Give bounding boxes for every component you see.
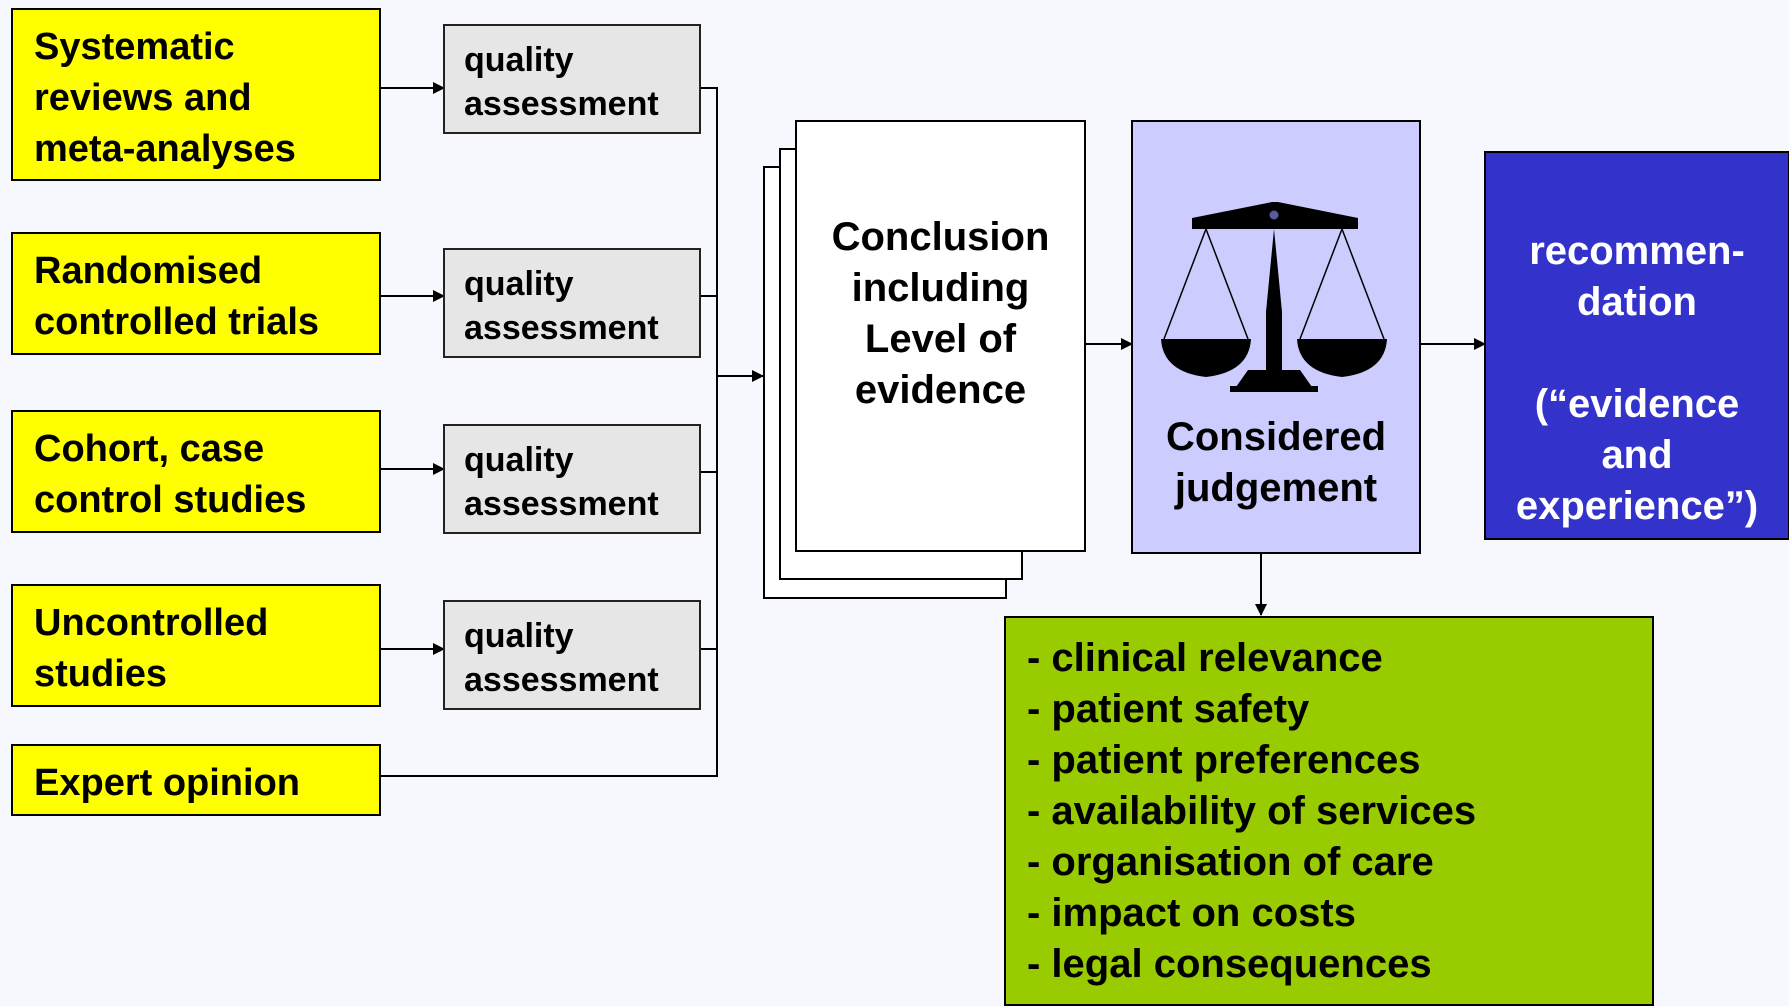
scales-of-justice-icon: [1161, 202, 1387, 392]
qa-line: assessment: [464, 485, 659, 523]
quality-assessment-box: quality assessment: [443, 600, 701, 710]
collector-line: [380, 87, 718, 777]
consideration-item: - availability of services: [1027, 789, 1477, 833]
qa-line: quality: [464, 265, 574, 303]
source-line: meta-analyses: [34, 128, 296, 170]
consideration-item: - clinical relevance: [1027, 636, 1383, 680]
source-cohort-case-control: Cohort, case control studies: [11, 410, 381, 533]
source-uncontrolled-studies: Uncontrolled studies: [11, 584, 381, 707]
consideration-item: - patient safety: [1027, 687, 1310, 731]
conclusion-line: Conclusion: [831, 215, 1050, 259]
source-randomised-trials: Randomised controlled trials: [11, 232, 381, 355]
source-line: Expert opinion: [34, 762, 300, 804]
qa-line: assessment: [464, 309, 659, 347]
recommendation-line: (“evidence: [1534, 382, 1740, 426]
qa-line: quality: [464, 41, 574, 79]
qa-line: quality: [464, 441, 574, 479]
recommendation-line: recommen-: [1529, 229, 1745, 273]
recommendation-box: recommen- dation (“evidence and experien…: [1484, 151, 1789, 540]
recommendation-line: dation: [1577, 280, 1697, 324]
recommendation-line: [1486, 328, 1788, 379]
consideration-item: - patient preferences: [1027, 738, 1421, 782]
qa-line: quality: [464, 617, 574, 655]
source-line: Cohort, case: [34, 428, 265, 470]
consideration-item: - organisation of care: [1027, 840, 1434, 884]
consideration-item: - impact on costs: [1027, 891, 1356, 935]
source-line: reviews and: [34, 77, 252, 119]
source-line: control studies: [34, 479, 307, 521]
quality-assessment-box: quality assessment: [443, 248, 701, 358]
source-line: Systematic: [34, 26, 235, 68]
judgement-line: Considered: [1165, 415, 1387, 459]
qa-line: assessment: [464, 661, 659, 699]
conclusion-box: Conclusion including Level of evidence: [795, 120, 1086, 552]
conclusion-line: evidence: [854, 368, 1027, 412]
source-line: studies: [34, 653, 168, 695]
considerations-list: - clinical relevance - patient safety - …: [1004, 616, 1654, 1006]
source-systematic-reviews: Systematic reviews and meta-analyses: [11, 8, 381, 181]
recommendation-line: and: [1601, 433, 1673, 477]
judgement-label: Considered judgement: [1133, 412, 1419, 514]
conclusion-line: Level of: [864, 317, 1017, 361]
source-line: Randomised: [34, 250, 263, 292]
judgement-line: judgement: [1174, 466, 1378, 510]
considered-judgement-box: Considered judgement: [1131, 120, 1421, 554]
source-line: Uncontrolled: [34, 602, 269, 644]
source-expert-opinion: Expert opinion: [11, 744, 381, 816]
recommendation-line: experience”): [1515, 484, 1759, 528]
source-line: controlled trials: [34, 301, 320, 343]
conclusion-line: including: [851, 266, 1030, 310]
quality-assessment-box: quality assessment: [443, 24, 701, 134]
quality-assessment-box: quality assessment: [443, 424, 701, 534]
consideration-item: - legal consequences: [1027, 942, 1432, 986]
qa-line: assessment: [464, 85, 659, 123]
